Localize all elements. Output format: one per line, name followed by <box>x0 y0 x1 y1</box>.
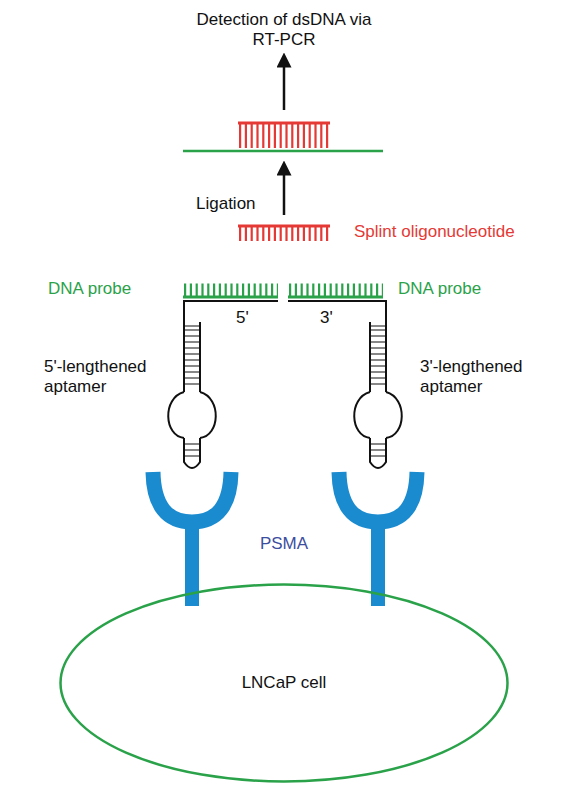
end-label: 5' <box>236 308 266 328</box>
flow-arrow <box>283 60 286 110</box>
aptamer-symbol <box>354 322 402 468</box>
probe-label: DNA probe <box>48 279 178 299</box>
psma-receptor <box>339 472 417 606</box>
aptamer-symbol <box>168 322 216 468</box>
splint-teeth <box>239 124 330 148</box>
psma-receptor <box>153 472 231 606</box>
cell-ellipse: LNCaP cell <box>59 583 509 783</box>
aptamer-label: 3'-lengthened aptamer <box>420 357 538 397</box>
protein-label: PSMA <box>234 534 334 554</box>
probe-teeth <box>184 284 278 297</box>
ligated-probe-strand <box>183 150 383 153</box>
flow-arrow <box>283 168 286 215</box>
step-label: Ligation <box>196 194 276 214</box>
splint-teeth <box>239 227 330 241</box>
output-label: Detection of dsDNA via RT-PCR <box>194 10 374 50</box>
probe-teeth <box>289 284 383 297</box>
linker-strand <box>288 301 386 392</box>
cell-label: LNCaP cell <box>59 673 509 693</box>
probe-label: DNA probe <box>398 279 528 299</box>
splint-label: Splint oligonucleotide <box>354 222 554 242</box>
linker-strand <box>184 301 278 392</box>
end-label: 3' <box>320 308 350 328</box>
aptamer-label: 5'-lengthened aptamer <box>44 357 162 397</box>
